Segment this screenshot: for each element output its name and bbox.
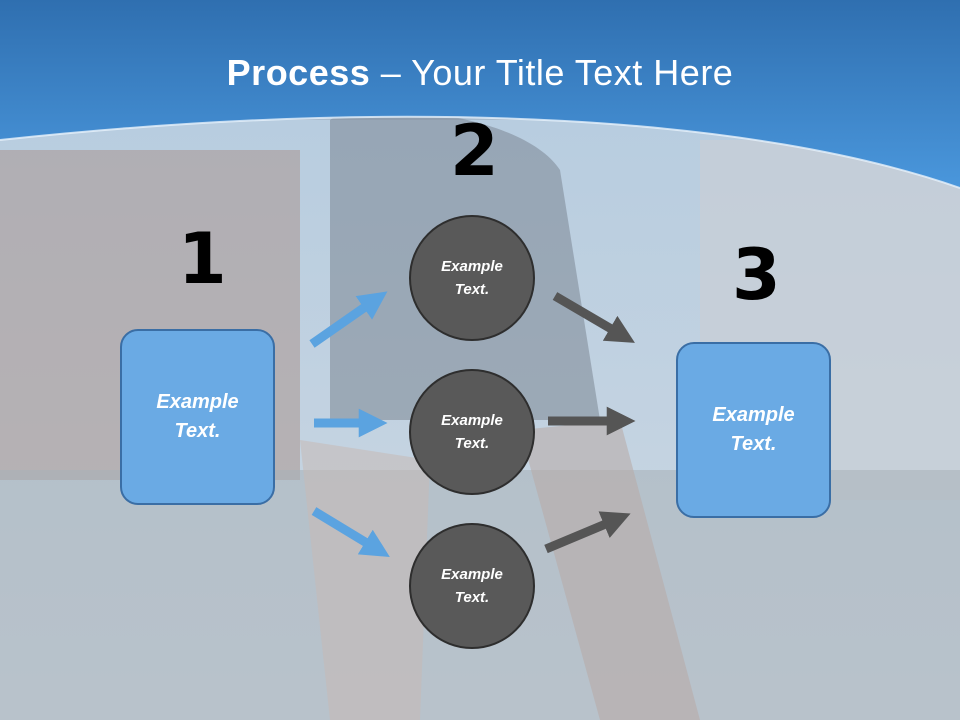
circle-bottom: Example Text. — [409, 523, 535, 649]
left-text-box: Example Text. — [120, 329, 275, 505]
step-number-1: 1 — [178, 218, 227, 300]
title-bold: Process — [226, 52, 371, 93]
gray-arrow-down — [552, 292, 635, 343]
title-rest: – Your Title Text Here — [370, 52, 734, 93]
right-text-box: Example Text. — [676, 342, 831, 518]
circle-middle: Example Text. — [409, 369, 535, 495]
blue-arrow-down — [311, 507, 390, 557]
step-number-2: 2 — [450, 110, 499, 192]
gray-arrow-up — [544, 511, 631, 554]
circle-top: Example Text. — [409, 215, 535, 341]
blue-arrow-up — [309, 291, 388, 348]
slide-title: Process – Your Title Text Here — [0, 52, 960, 94]
step-number-3: 3 — [732, 234, 781, 316]
